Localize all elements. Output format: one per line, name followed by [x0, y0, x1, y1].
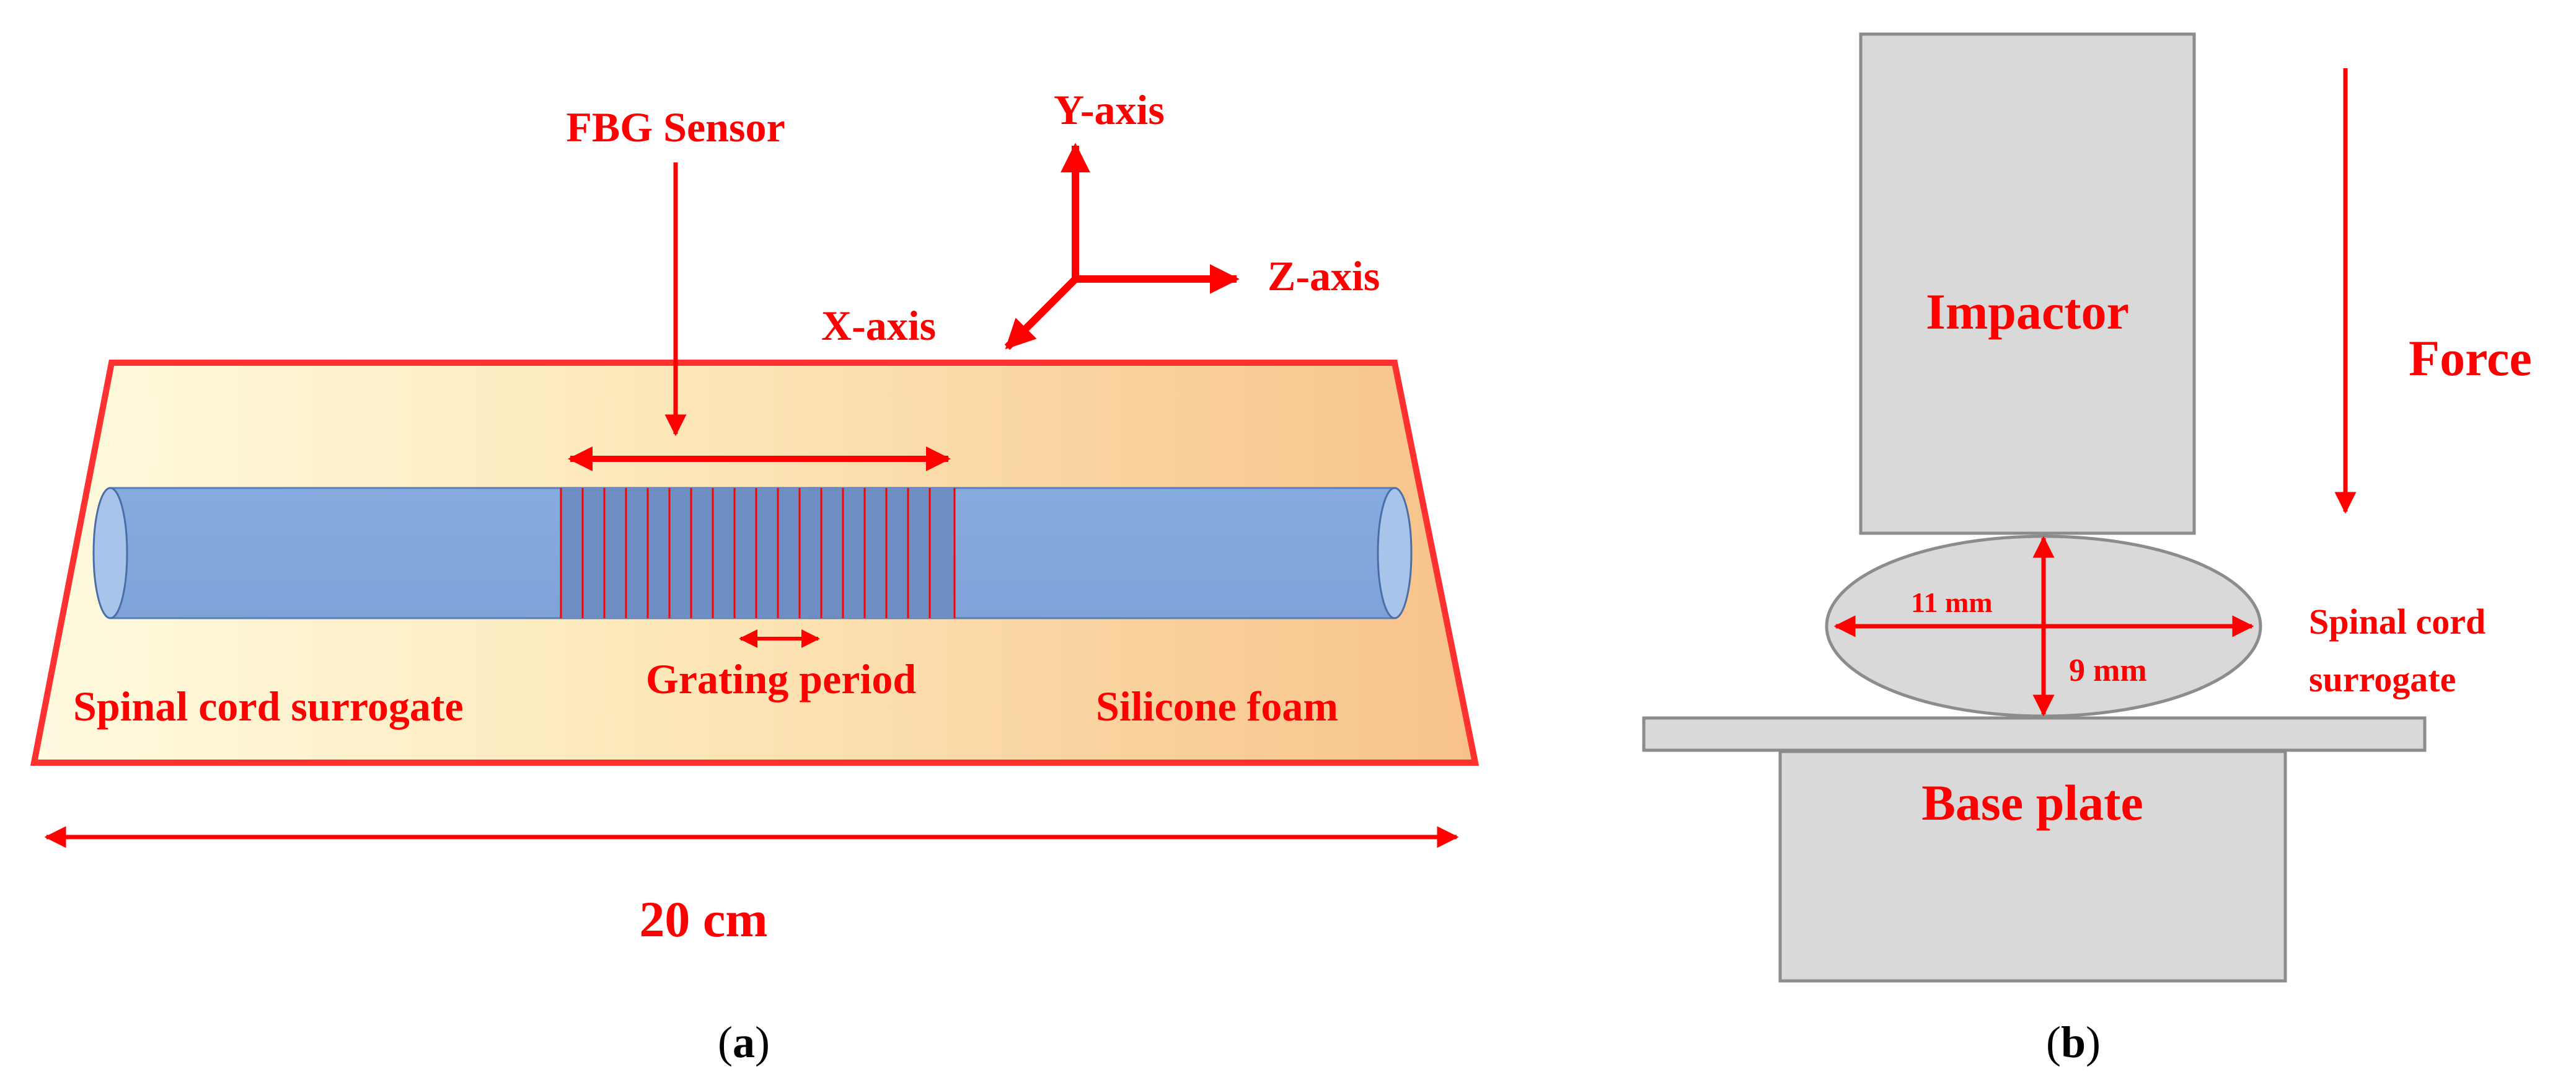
panel-a: FBG Sensor Y-axis Z-axis X-axis Spinal c…: [30, 86, 1480, 1067]
cylinder-left-end: [92, 487, 128, 619]
spinal-cord-label-line2: surrogate: [2309, 659, 2456, 699]
y-axis-label: Y-axis: [1054, 86, 1165, 133]
force-label: Force: [2409, 330, 2532, 386]
silicone-foam-label: Silicone foam: [1096, 683, 1338, 730]
impactor-block: [1859, 32, 2196, 535]
caption-a: (a): [718, 1017, 770, 1067]
caption-b: (b): [2046, 1017, 2101, 1067]
grating-period-label: Grating period: [646, 655, 917, 702]
x-axis-label: X-axis: [821, 302, 936, 349]
cylinder-right-end: [1377, 487, 1413, 619]
base-plate-label: Base plate: [1921, 774, 2143, 831]
height-label: 9 mm: [2069, 653, 2147, 688]
panel-b: Impactor Force 11 mm 9 mm Spinal cord su…: [1642, 32, 2532, 1067]
spinal-cord-surrogate-label: Spinal cord surrogate: [73, 683, 464, 730]
impactor-label: Impactor: [1926, 283, 2129, 340]
fbg-sensor-label: FBG Sensor: [566, 104, 785, 151]
base-block: [1778, 750, 2287, 983]
length-label: 20 cm: [639, 891, 767, 947]
fbg-grating: [560, 488, 956, 618]
z-axis-label: Z-axis: [1268, 252, 1380, 299]
spinal-cord-label-line1: Spinal cord: [2309, 601, 2486, 642]
width-label: 11 mm: [1911, 587, 1993, 618]
x-axis-arrow: [1004, 276, 1078, 350]
coordinate-axes: [1004, 143, 1240, 350]
base-plate-thin: [1642, 716, 2427, 752]
